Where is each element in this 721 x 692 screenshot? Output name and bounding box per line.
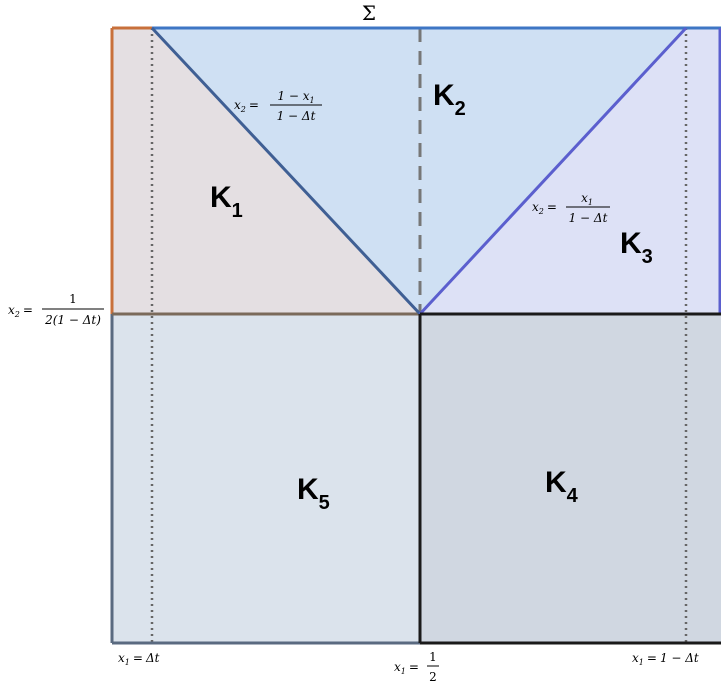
diagonal-right — [418, 26, 688, 316]
svg-text:x1=Δt: x1=Δt — [118, 651, 160, 667]
equation-diagonal-right: x2= x1 1 − Δt — [532, 191, 610, 225]
region-k2-label: K2 — [433, 79, 466, 120]
region-k3-label: K3 — [620, 227, 653, 268]
svg-text:x2=: x2= — [532, 200, 557, 216]
region-k5-label: K5 — [297, 473, 330, 514]
svg-text:x1: x1 — [581, 191, 593, 207]
region-k4-label: K4 — [545, 466, 579, 507]
x-label-1-dt: x1=1 − Δt — [632, 651, 699, 667]
svg-text:1 − Δt: 1 − Δt — [277, 109, 316, 123]
x-label-half: x1= 1 2 — [394, 650, 439, 684]
region-k3-fill — [420, 28, 721, 314]
svg-text:1 − Δt: 1 − Δt — [569, 211, 608, 225]
region-k1-fill — [112, 28, 420, 314]
svg-text:1: 1 — [429, 650, 437, 664]
equation-y-half: x2= 1 2(1 − Δt) — [8, 292, 104, 327]
svg-text:x2=: x2= — [234, 98, 259, 114]
diagonal-left — [150, 26, 422, 316]
svg-text:x2=: x2= — [8, 303, 33, 319]
svg-text:2(1 − Δt): 2(1 − Δt) — [44, 313, 101, 327]
svg-text:x1=: x1= — [394, 660, 419, 676]
equation-diagonal-left: x2= 1 − x1 1 − Δt — [234, 89, 322, 123]
x-label-dt: x1=Δt — [118, 651, 160, 667]
svg-text:1 − x1: 1 − x1 — [277, 89, 314, 105]
diagram-title: Σ — [362, 1, 376, 25]
svg-text:1: 1 — [69, 292, 77, 306]
svg-text:2: 2 — [429, 670, 437, 684]
region-k5-fill — [112, 314, 420, 643]
region-k4-fill — [420, 314, 721, 643]
svg-text:x1=1 − Δt: x1=1 − Δt — [632, 651, 699, 667]
region-k1-label: K1 — [210, 181, 243, 222]
